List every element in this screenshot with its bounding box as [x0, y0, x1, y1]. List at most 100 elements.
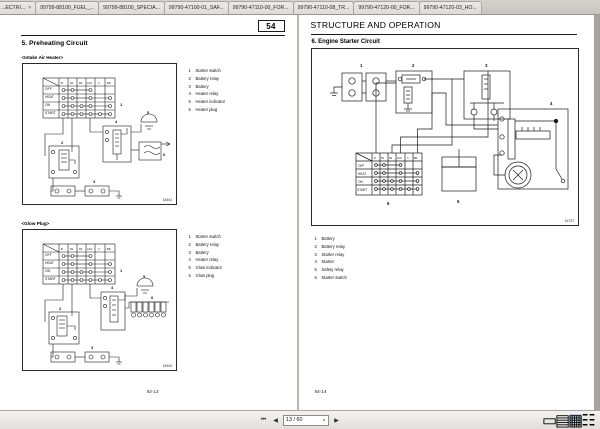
legend-glow-plug: 1 Starter switch 2 Battery relay 3 Batte…	[189, 233, 223, 280]
tab-saf[interactable]: 99790-47100-01_SAF...	[163, 1, 229, 14]
svg-text:3: 3	[485, 63, 488, 68]
legend-item: 1 Starter switch	[189, 233, 223, 241]
svg-text:1: 1	[120, 102, 123, 107]
svg-text:5: 5	[143, 274, 146, 279]
svg-text:R2: R2	[79, 247, 83, 251]
svg-text:C: C	[407, 157, 409, 160]
legend-label: Starter	[321, 259, 335, 265]
legend-item: 2 Battery relay	[189, 241, 223, 249]
legend-number: 1	[188, 68, 191, 73]
svg-text:2: 2	[412, 63, 415, 68]
legend-number: 4	[188, 91, 191, 97]
close-icon[interactable]: ×	[28, 4, 32, 11]
document-viewport[interactable]: 54 5. Preheating Circuit <Intake Air Hea…	[0, 15, 600, 410]
legend-item: 1 Battery	[315, 235, 347, 243]
legend-item: 1 Starter switch	[189, 67, 226, 75]
legend-number: 4	[314, 259, 317, 265]
legend-number: 5	[314, 267, 317, 273]
tab-for-47110-00[interactable]: 99790-47110-00_FOR...	[227, 1, 294, 14]
legend-number: 3	[188, 83, 191, 89]
legend-label: Battery	[195, 249, 209, 255]
legend-number: 5	[188, 99, 191, 105]
svg-text:6: 6	[387, 201, 390, 206]
svg-text:ACC: ACC	[87, 247, 93, 251]
page-footer-right: 54-14	[314, 389, 327, 394]
page-title: 5. Preheating Circuit	[21, 40, 88, 47]
legend-number: 6	[314, 274, 317, 280]
legend-item: 4 Heater relay	[189, 256, 223, 264]
page-badge: 54	[257, 20, 285, 32]
legend-label: Starter switch	[195, 234, 221, 239]
svg-text:ON: ON	[358, 180, 363, 184]
tab-tr-47110-08[interactable]: 99790-47110-08_TR...	[292, 1, 355, 14]
legend-label: Starter switch	[321, 274, 347, 280]
svg-text:START: START	[45, 277, 56, 281]
svg-text:B: B	[61, 247, 63, 251]
tab-label: 99799-88100_FUEL_...	[40, 5, 95, 11]
figure-intake-air-heater: OFF HEAT ON START B R1 R2 ACC C BR	[21, 63, 177, 205]
svg-text:B: B	[61, 81, 63, 85]
glow-plug-schematic: OFF HEAT ON START B R1 R2 ACC C BR	[42, 243, 169, 365]
legend-item: 4 Starter	[315, 258, 347, 266]
svg-text:6: 6	[151, 295, 154, 300]
page-navigation-group: ⏮ ◀ 13 / 60 ▾ ▶	[259, 414, 341, 426]
legend-number: 5	[188, 265, 191, 271]
legend-item: 5 Safety relay	[315, 266, 347, 274]
tab-label: 99790-47110-08_TR...	[297, 5, 350, 11]
tab-label: 99799-88100_SPECIA...	[103, 5, 160, 11]
previous-page-button[interactable]: ◀	[273, 417, 278, 424]
legend-item: 5 Glow indicator	[189, 264, 223, 272]
subsection-heading-glow: <Glow Plug>	[21, 221, 50, 226]
header-divider	[310, 34, 577, 35]
chevron-down-icon[interactable]: ▾	[322, 417, 325, 423]
svg-text:2: 2	[61, 140, 64, 145]
svg-text:2: 2	[59, 306, 62, 311]
svg-text:3: 3	[91, 345, 94, 350]
svg-text:HEAT: HEAT	[358, 172, 366, 176]
svg-text:ACC: ACC	[87, 81, 93, 85]
page-number-input[interactable]: 13 / 60 ▾	[283, 414, 329, 426]
thumbnail-view-icon[interactable]: ☷	[581, 412, 596, 429]
tab-electrical[interactable]: ...ECTRI... ×	[0, 1, 37, 14]
svg-text:C: C	[98, 81, 100, 85]
legend-label: Glow plug	[195, 272, 215, 278]
tab-label: ...ECTRI...	[1, 5, 26, 11]
legend-label: Heater indicator	[195, 99, 226, 105]
svg-text:5: 5	[147, 110, 150, 115]
legend-number: 2	[314, 243, 317, 249]
figure-code: 18462	[162, 364, 173, 368]
tab-for-47120-00[interactable]: 99790-47120-00_FOR...	[353, 1, 420, 14]
svg-text:OFF: OFF	[45, 253, 52, 257]
two-page-spread-view-icon[interactable]: ▦	[567, 412, 584, 429]
page-left: 54 5. Preheating Circuit <Intake Air Hea…	[8, 15, 299, 410]
tab-special[interactable]: 99799-88100_SPECIA...	[98, 1, 165, 14]
engine-starter-schematic: OFF HEAT ON START B R1 R2 ACC C BR	[329, 63, 568, 206]
legend-label: Safety relay	[321, 267, 344, 273]
legend-number: 6	[188, 106, 191, 112]
next-page-button[interactable]: ▶	[334, 417, 339, 424]
legend-number: 6	[188, 272, 191, 278]
tab-label: 99790-47100-01_SAF...	[168, 5, 224, 11]
legend-number: 1	[314, 236, 317, 241]
legend-label: Starter switch	[195, 68, 221, 73]
figure-engine-starter-circuit: OFF HEAT ON START B R1 R2 ACC C BR	[310, 48, 579, 226]
tab-fuel[interactable]: 99799-88100_FUEL_...	[35, 1, 100, 14]
legend-intake-air-heater: 1 Starter switch 2 Battery relay 3 Batte…	[189, 67, 226, 114]
legend-number: 3	[188, 249, 191, 255]
tab-ho-47120-03[interactable]: 99790-47120-03_HO...	[418, 1, 482, 14]
continuous-page-view-icon[interactable]: ▤	[554, 412, 571, 429]
first-page-button[interactable]: ⏮	[260, 416, 267, 423]
svg-text:BR: BR	[107, 81, 111, 85]
page-number-value: 13 / 60	[286, 417, 303, 423]
subsection-heading-intake: <Intake Air Heater>	[21, 55, 64, 60]
legend-number: 1	[188, 234, 191, 239]
svg-text:1: 1	[360, 63, 363, 68]
svg-text:OFF: OFF	[358, 164, 364, 168]
single-page-view-icon[interactable]: ▭	[541, 412, 558, 429]
legend-label: Battery	[195, 83, 209, 89]
svg-text:ON: ON	[45, 103, 51, 107]
tab-label: 99790-47120-03_HO...	[423, 5, 477, 11]
tab-label: 99790-47110-00_FOR...	[232, 5, 289, 11]
page-spread: 54 5. Preheating Circuit <Intake Air Hea…	[0, 15, 597, 410]
legend-item: 2 Battery relay	[315, 243, 347, 251]
